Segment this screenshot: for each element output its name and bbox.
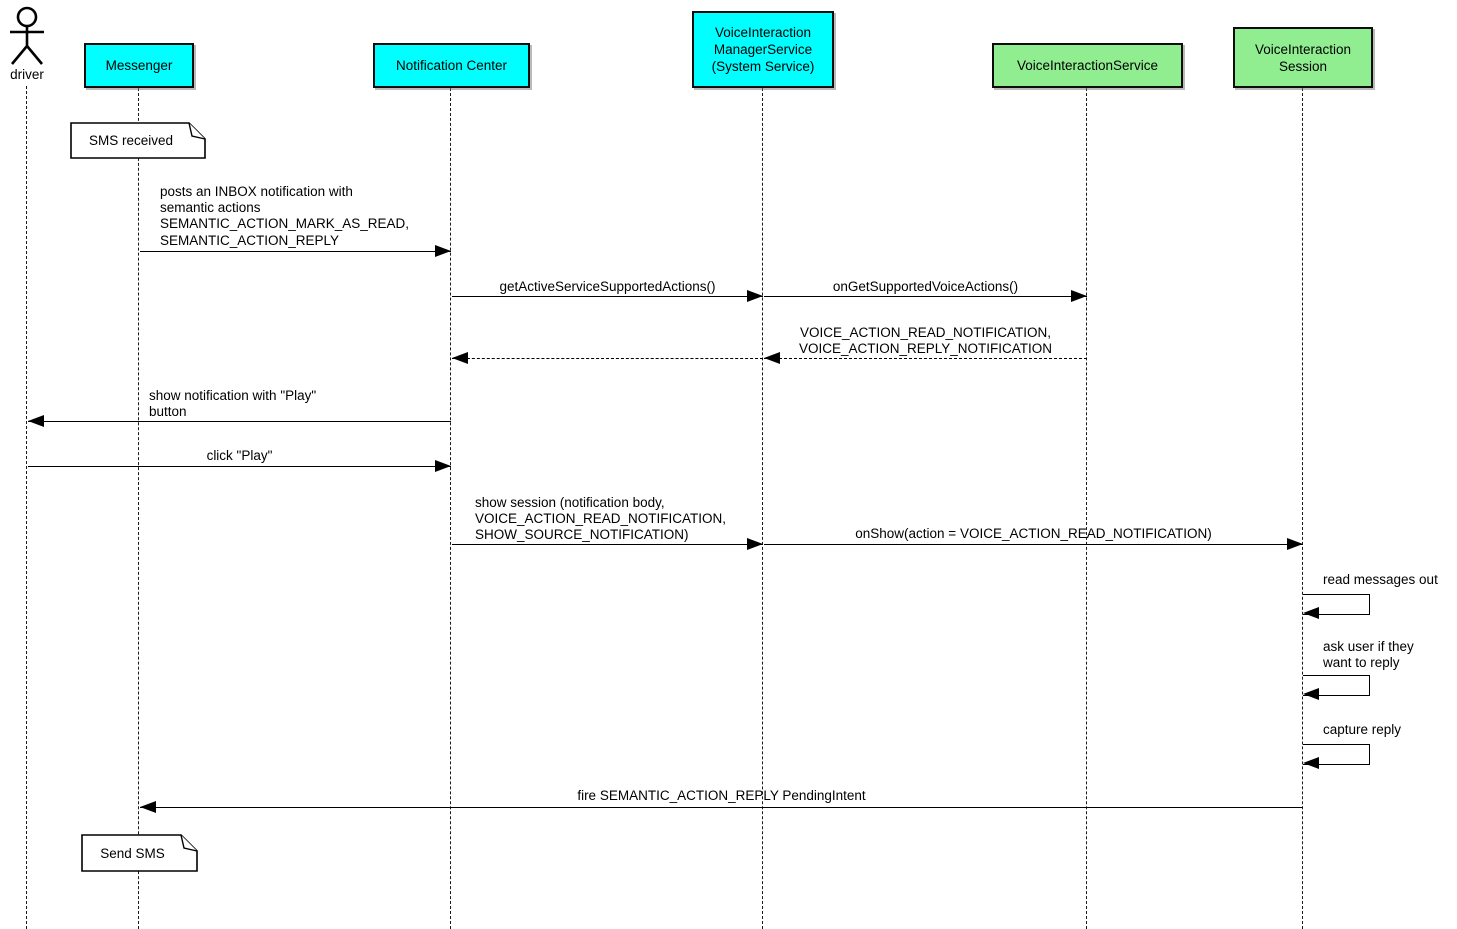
arrowhead (764, 352, 780, 364)
message-label: ask user if they want to reply (1323, 639, 1414, 671)
lifeline-notification-center (450, 88, 451, 929)
lifeline-driver (26, 86, 27, 929)
arrowhead (1303, 607, 1319, 619)
message-label: posts an INBOX notification with semanti… (160, 184, 410, 248)
note-send-sms-label: Send SMS (100, 845, 165, 861)
message-label: onGetSupportedVoiceActions() (832, 279, 1019, 294)
participant-voice-interaction-manager-service: VoiceInteraction ManagerService (System … (692, 11, 834, 88)
arrowhead (435, 460, 451, 472)
arrow-line (28, 466, 451, 467)
arrow-line (28, 421, 451, 422)
participant-notification-center-label: Notification Center (395, 58, 508, 73)
lifeline-voice-interaction-service (1086, 88, 1087, 929)
message-label: onShow(action = VOICE_ACTION_READ_NOTIFI… (855, 526, 1212, 541)
arrowhead (1303, 688, 1319, 700)
lifeline-messenger (138, 88, 139, 929)
message-label: read messages out (1323, 572, 1438, 587)
lifeline-voice-interaction-session (1302, 88, 1303, 929)
arrowhead (747, 290, 763, 302)
note-sms-received-label: SMS received (88, 133, 174, 148)
actor-driver-icon (7, 6, 47, 73)
note-shape (70, 122, 206, 159)
participant-vis-label: VoiceInteractionService (1016, 58, 1159, 73)
message-label: VOICE_ACTION_READ_NOTIFICATION, VOICE_AC… (798, 325, 1053, 357)
message-label: click "Play" (206, 448, 273, 463)
message-label: fire SEMANTIC_ACTION_REPLY PendingIntent (577, 788, 866, 803)
arrow-line (140, 807, 1303, 808)
message-label: show notification with "Play" button (149, 388, 317, 420)
note-shape (81, 834, 198, 872)
arrow-line (140, 251, 451, 252)
message-label: show session (notification body, VOICE_A… (475, 495, 727, 543)
actor-driver-label: driver (10, 67, 44, 82)
participant-voice-interaction-service: VoiceInteractionService (992, 43, 1183, 88)
arrowhead (1287, 538, 1303, 550)
arrow-line (452, 296, 763, 297)
arrowhead (1303, 757, 1319, 769)
arrow-line (452, 544, 763, 545)
arrowhead (452, 352, 468, 364)
arrow-line (764, 544, 1303, 545)
lifeline-voice-interaction-manager-service (762, 88, 763, 929)
self-arrow-line (1303, 675, 1370, 696)
note-sms-received: SMS received (70, 122, 206, 159)
message-label: getActiveServiceSupportedActions() (499, 279, 716, 294)
participant-voice-interaction-session: VoiceInteraction Session (1233, 27, 1373, 88)
arrow-line (764, 296, 1087, 297)
arrowhead (747, 538, 763, 550)
participant-messenger: Messenger (84, 43, 194, 88)
arrowhead (1071, 290, 1087, 302)
self-arrow-line (1303, 744, 1370, 765)
arrowhead (28, 415, 44, 427)
participant-messenger-label: Messenger (105, 58, 173, 73)
arrowhead (435, 245, 451, 257)
arrow-line (452, 358, 763, 359)
arrow-line (764, 358, 1087, 359)
participant-vims-label: VoiceInteraction ManagerService (System … (711, 25, 815, 74)
participant-notification-center: Notification Center (373, 43, 530, 88)
note-send-sms: Send SMS (81, 834, 198, 872)
self-arrow-line (1303, 594, 1370, 615)
message-label: capture reply (1323, 722, 1402, 737)
arrowhead (140, 801, 156, 813)
participant-session-label: VoiceInteraction Session (1254, 41, 1352, 74)
